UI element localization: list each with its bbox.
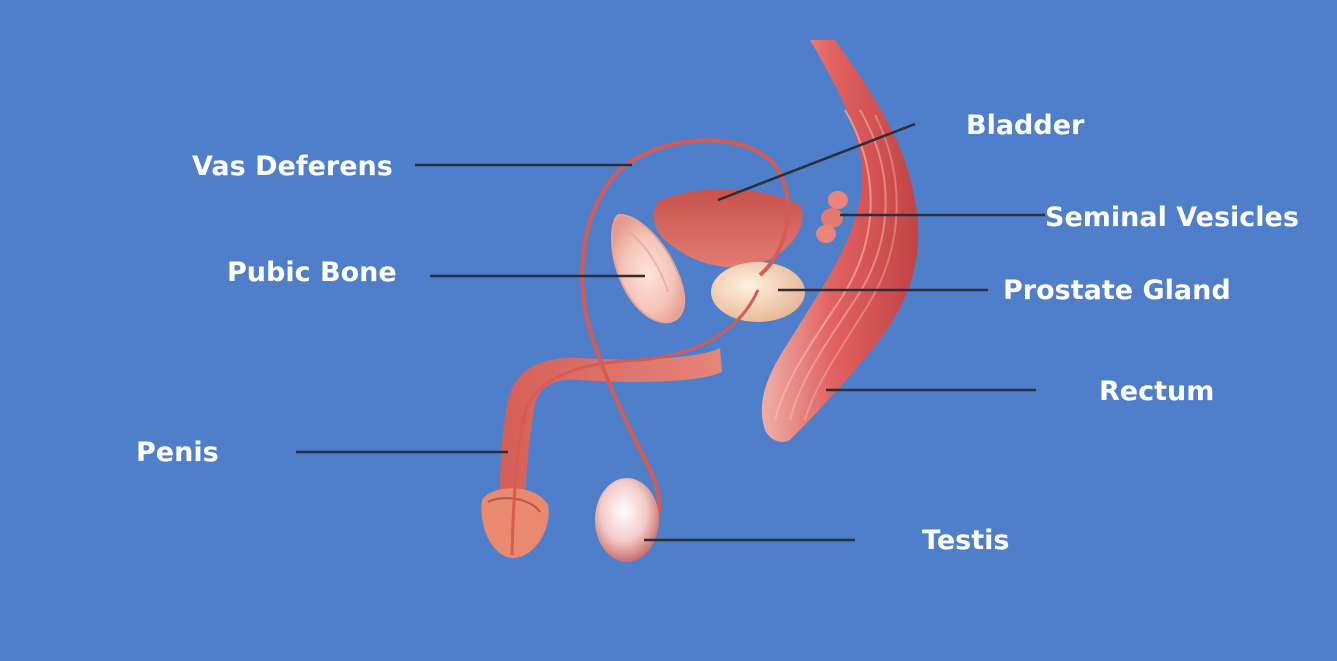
label-pubic-bone: Pubic Bone	[227, 257, 397, 288]
rectum-shape	[761, 40, 919, 442]
label-testis: Testis	[922, 525, 1010, 556]
label-bladder: Bladder	[966, 110, 1085, 141]
seminal-vesicles-shape	[816, 191, 848, 243]
bladder-shape	[653, 189, 803, 268]
leader-lines	[296, 122, 1045, 542]
label-rectum: Rectum	[1099, 376, 1215, 407]
pubic-bone-shape	[610, 213, 686, 324]
label-penis: Penis	[136, 437, 219, 468]
label-seminal-vesicles: Seminal Vesicles	[1045, 202, 1299, 233]
testis-shape	[595, 478, 659, 562]
bladder-leader-line	[717, 122, 916, 202]
label-prostate-gland: Prostate Gland	[1003, 275, 1231, 306]
label-vas-deferens: Vas Deferens	[192, 151, 393, 182]
vas-deferens-shape	[510, 138, 791, 556]
